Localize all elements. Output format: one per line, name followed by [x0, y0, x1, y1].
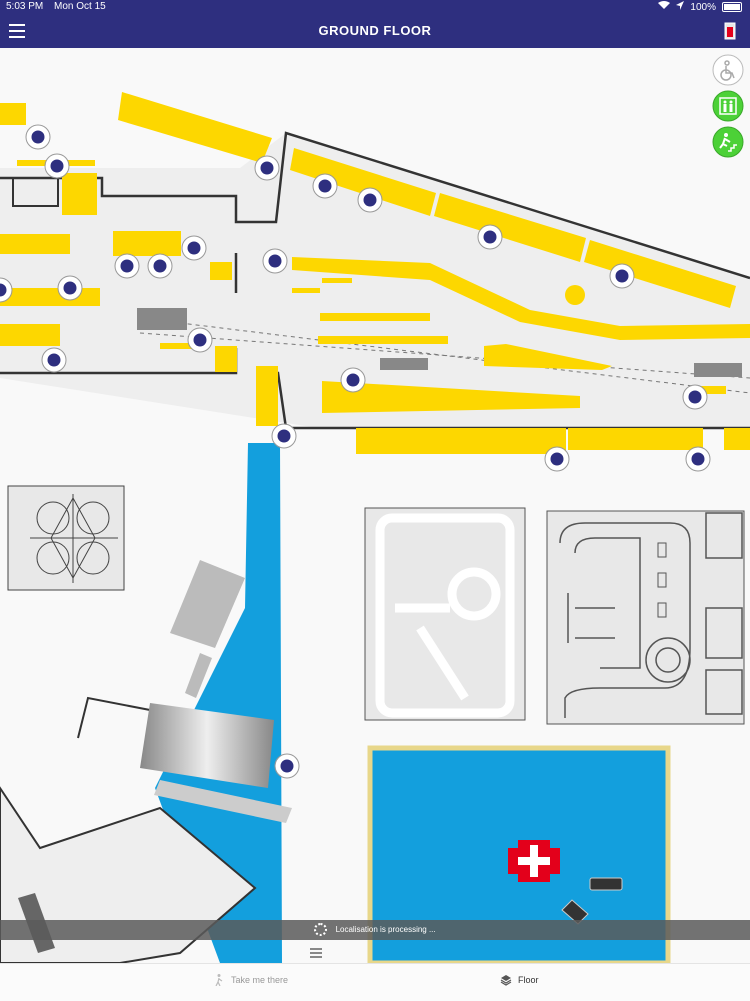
- poi-markers: [0, 124, 711, 779]
- door-icon[interactable]: [724, 22, 736, 40]
- elevator-icon: [712, 90, 744, 122]
- navigation-bar: GROUND FLOOR: [0, 14, 750, 48]
- walk-icon: [215, 974, 223, 986]
- stairs-icon: [712, 126, 744, 158]
- status-time: 5:03 PM: [6, 1, 44, 12]
- localisation-toast: Localisation is processing ...: [0, 920, 750, 940]
- spinner-icon: [314, 923, 328, 937]
- page-title: GROUND FLOOR: [318, 23, 432, 38]
- wheelchair-icon: [712, 54, 744, 86]
- layers-icon: [500, 975, 512, 986]
- stairs-filter-button[interactable]: [712, 126, 744, 158]
- menu-icon[interactable]: [9, 24, 25, 38]
- list-icon[interactable]: [310, 948, 322, 960]
- accessibility-filter-button[interactable]: [712, 54, 744, 86]
- tab-floor[interactable]: Floor: [500, 974, 539, 986]
- tab-take-me-there-label: Take me there: [231, 975, 289, 985]
- floor-map[interactable]: [0, 48, 750, 963]
- status-bar: 5:03 PM Mon Oct 15 100%: [0, 0, 750, 14]
- battery-percentage: 100%: [690, 1, 716, 13]
- tab-floor-label: Floor: [518, 975, 539, 985]
- elevator-filter-button[interactable]: [712, 90, 744, 122]
- floor-plan[interactable]: [0, 48, 750, 963]
- tab-take-me-there[interactable]: Take me there: [213, 974, 288, 986]
- battery-icon: [722, 2, 742, 12]
- tab-bar: Take me there Floor: [0, 963, 750, 1001]
- location-icon: [676, 1, 685, 13]
- wifi-icon: [658, 1, 671, 13]
- status-date: Mon Oct 15: [54, 1, 106, 12]
- toast-message: Localisation is processing ...: [335, 925, 436, 934]
